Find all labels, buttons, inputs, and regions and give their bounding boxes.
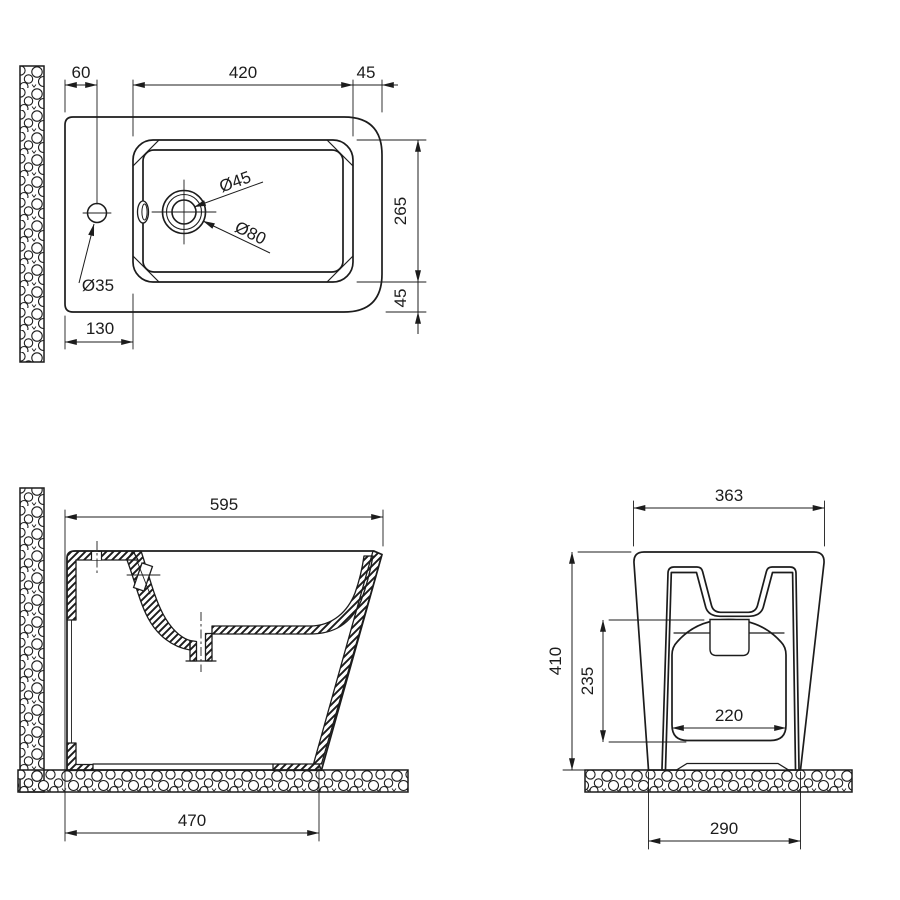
tap-hole-section-gap <box>91 552 102 560</box>
drain-well-left-wall <box>189 639 198 662</box>
top-view: 60 420 45 265 45 130 Ø45 Ø80 Ø35 <box>19 63 427 363</box>
dim-label-410: 410 <box>546 647 565 675</box>
side-view: 595 470 <box>17 487 409 842</box>
bidet-body-plan-outline <box>64 116 383 313</box>
rear-view: 363 410 235 220 290 <box>546 486 853 850</box>
dim-label-595: 595 <box>210 495 238 514</box>
rear-view-dimensions: 363 410 235 220 290 <box>546 486 825 850</box>
dim-label-420: 420 <box>229 63 257 82</box>
bowl-rear-panel <box>671 618 787 742</box>
rear-rim-contour-outer <box>661 566 800 770</box>
front-wall-section <box>312 550 383 765</box>
dim-label-290: 290 <box>710 819 738 838</box>
rear-rim-contour-inner <box>664 571 797 770</box>
dia-label-35: Ø35 <box>82 276 114 295</box>
overflow-slot-inner <box>141 203 148 221</box>
dim-label-45-right: 45 <box>391 289 410 308</box>
basin-rim-outer <box>132 139 354 283</box>
leader-dia35 <box>78 223 95 284</box>
dim-label-60: 60 <box>72 63 91 82</box>
drain-notch <box>709 618 750 657</box>
leader-dia45 <box>193 181 264 208</box>
tap-hole <box>82 79 112 224</box>
base-plinth <box>674 762 791 771</box>
dim-label-220: 220 <box>715 706 743 725</box>
side-view-dimensions: 595 470 <box>64 495 384 842</box>
bidet-side-silhouette <box>66 550 383 771</box>
drain-well-right-wall <box>204 632 213 662</box>
floor-section-hatch <box>17 769 409 793</box>
dim-label-363: 363 <box>715 486 743 505</box>
dim-label-130: 130 <box>86 319 114 338</box>
front-foot-section <box>272 763 323 772</box>
wall-section-hatch <box>19 487 45 793</box>
dim-label-265: 265 <box>391 197 410 225</box>
wall-section-hatch <box>19 65 45 363</box>
dim-label-235: 235 <box>578 667 597 695</box>
dim-label-45-top: 45 <box>357 63 376 82</box>
leader-dia80 <box>202 220 271 254</box>
floor-section-hatch <box>584 769 853 793</box>
dim-label-470: 470 <box>178 811 206 830</box>
